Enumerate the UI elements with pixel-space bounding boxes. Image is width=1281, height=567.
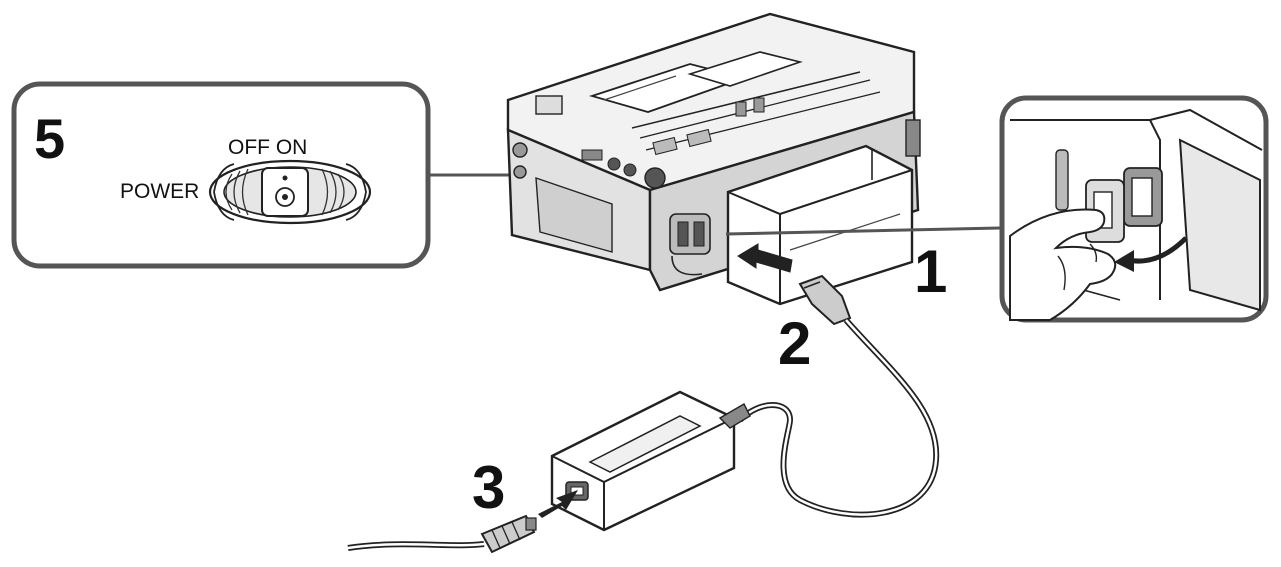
port-inset (999, 95, 1269, 323)
step-2-number: 2 (778, 310, 811, 377)
power-plug-icon (347, 514, 537, 554)
power-switch-icon (208, 159, 372, 225)
leader-line-port (725, 226, 1001, 236)
step-3-number: 3 (472, 454, 505, 521)
off-on-label: OFF ON (228, 136, 307, 159)
power-switch-inset: 5 OFF ON POWER (11, 81, 431, 269)
insert-arrow-icon (737, 243, 793, 273)
power-label: POWER (120, 180, 199, 203)
dc-cable-icon (737, 274, 940, 518)
step-1-number: 1 (914, 238, 947, 305)
plug-arrow-icon (538, 490, 578, 518)
step-5-number: 5 (34, 107, 65, 170)
ac-adaptor-icon (550, 390, 751, 532)
hand-icon (1009, 208, 1117, 321)
